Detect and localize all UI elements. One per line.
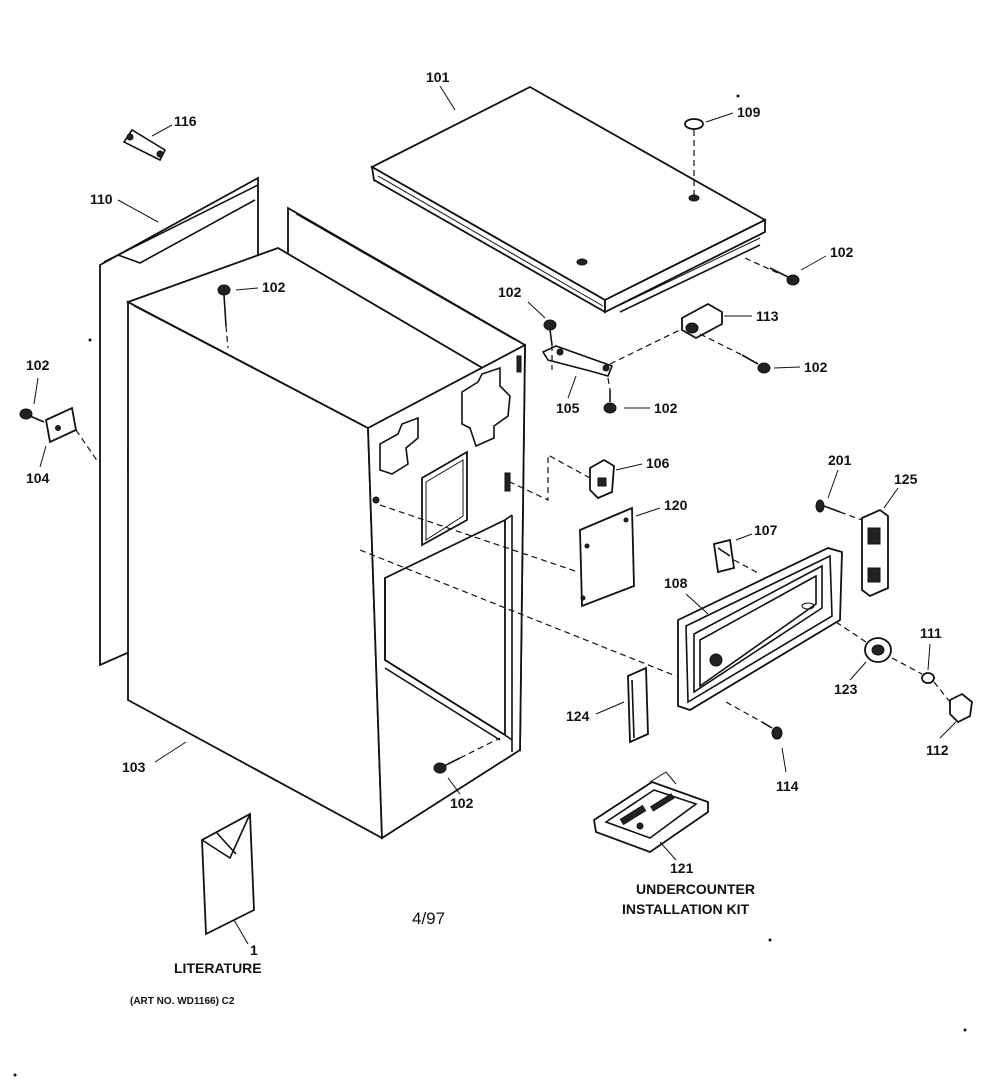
label-123: 123 — [834, 681, 858, 697]
label-102-g: 102 — [450, 795, 474, 811]
installation-kit-121 — [593, 771, 709, 854]
washer-111 — [891, 657, 935, 684]
label-107: 107 — [754, 522, 778, 538]
screw-102-g — [433, 737, 501, 774]
top-panel-101 — [370, 85, 767, 314]
cover-plate-120 — [379, 504, 635, 608]
hinge-113 — [681, 302, 723, 340]
bracket-105 — [541, 324, 691, 377]
cabinet-right-side — [367, 343, 526, 840]
leader-123 — [849, 661, 867, 681]
leader-125 — [883, 487, 899, 509]
label-101: 101 — [426, 69, 450, 85]
label-109: 109 — [737, 104, 761, 120]
switch-106 — [509, 453, 615, 501]
bracket-104 — [44, 406, 99, 463]
label-105: 105 — [556, 400, 580, 416]
leader-102-e — [800, 255, 827, 271]
kit-caption-line2: INSTALLATION KIT — [622, 901, 749, 917]
kit-caption-line1: UNDERCOUNTER — [636, 881, 755, 897]
label-104: 104 — [26, 470, 50, 486]
screw-102-b — [19, 408, 45, 423]
leader-106 — [615, 463, 643, 471]
leader-114 — [781, 747, 787, 773]
screw-201 — [815, 499, 863, 521]
screw-114 — [725, 701, 783, 740]
label-120: 120 — [664, 497, 688, 513]
label-125: 125 — [894, 471, 918, 487]
label-124: 124 — [566, 708, 590, 724]
label-1: 1 — [250, 942, 258, 958]
literature-caption: LITERATURE — [174, 960, 262, 976]
scan-specks — [13, 94, 967, 1077]
knob-123 — [835, 621, 892, 663]
leader-104 — [39, 445, 47, 468]
label-102-b: 102 — [26, 357, 50, 373]
literature-envelope-1 — [201, 812, 255, 936]
cap-112 — [933, 681, 973, 724]
leader-102-b — [33, 377, 39, 405]
screw-102-f — [699, 333, 771, 374]
leader-108 — [685, 593, 709, 615]
leader-107 — [735, 533, 753, 541]
leader-102-a — [235, 287, 259, 291]
leader-124 — [595, 701, 625, 715]
leader-102-g — [447, 777, 461, 795]
label-102-e: 102 — [830, 244, 854, 260]
trim-124 — [627, 666, 649, 744]
leader-101 — [439, 85, 456, 111]
plug-109 — [684, 118, 704, 195]
label-106: 106 — [646, 455, 670, 471]
leader-112 — [939, 721, 957, 739]
leader-102-c — [527, 301, 546, 319]
leader-121 — [659, 841, 677, 861]
leader-120 — [635, 507, 661, 517]
leader-103 — [154, 741, 187, 763]
label-201: 201 — [828, 452, 852, 468]
label-103: 103 — [122, 759, 146, 775]
label-108: 108 — [664, 575, 688, 591]
leader-110 — [117, 199, 159, 223]
screw-102-c — [543, 319, 557, 370]
label-102-a: 102 — [262, 279, 286, 295]
leader-111 — [927, 643, 931, 671]
bracket-125 — [861, 508, 889, 598]
label-102-c: 102 — [498, 284, 522, 300]
label-111: 111 — [920, 625, 942, 641]
label-110: 110 — [90, 191, 113, 207]
label-114: 114 — [776, 778, 799, 794]
label-113: 113 — [756, 308, 779, 324]
screw-102-d — [603, 377, 617, 414]
art-number: (ART NO. WD1166) C2 — [130, 996, 235, 1007]
label-112: 112 — [926, 742, 949, 758]
leader-109 — [705, 112, 734, 123]
label-102-d: 102 — [654, 400, 678, 416]
bottom-frame — [384, 659, 506, 741]
clip-107 — [712, 538, 761, 575]
door-frame-108 — [359, 547, 843, 711]
date-stamp: 4/97 — [412, 909, 445, 928]
leader-1 — [233, 919, 249, 945]
bracket-116 — [122, 128, 167, 162]
leader-116 — [151, 124, 173, 137]
leader-201 — [827, 469, 839, 499]
label-121: 121 — [670, 860, 694, 876]
label-116: 116 — [174, 113, 197, 129]
label-102-f: 102 — [804, 359, 828, 375]
leader-105 — [567, 375, 577, 399]
screw-102-a — [217, 284, 231, 349]
leader-102-f — [773, 366, 801, 369]
screw-102-e — [744, 257, 800, 286]
